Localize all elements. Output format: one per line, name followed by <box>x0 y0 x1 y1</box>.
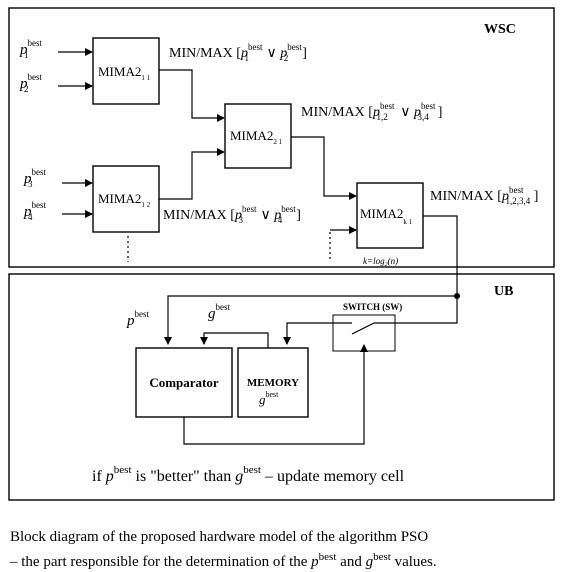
mima2-21-label: MIMA22 1 <box>230 128 283 146</box>
mima2-block-k1 <box>356 182 424 249</box>
k-formula: k=log2(n) <box>363 256 398 268</box>
mima2-block-21 <box>224 103 292 169</box>
ub-label: UB <box>494 284 513 299</box>
caption-line-2: – the part responsible for the determina… <box>10 551 437 570</box>
label-pbest: pbest <box>126 309 149 329</box>
wire-comparator-to-switch <box>183 344 368 445</box>
wsc-label: WSC <box>484 22 516 37</box>
wsc-frame <box>8 7 555 268</box>
wire-12-to-21 <box>159 148 225 200</box>
comparator-label: Comparator <box>149 375 219 390</box>
wire-to-switch <box>395 296 458 324</box>
ub-frame <box>8 273 555 501</box>
caption-line-1: Block diagram of the proposed hardware m… <box>10 529 429 545</box>
wire-gbest-to-comparator <box>200 332 269 348</box>
switch-label: SWITCH (SW) <box>343 302 402 312</box>
memory-label: MEMORY <box>247 377 299 389</box>
wire-switch-to-memory <box>283 322 333 345</box>
mima2-k1-label: MIMA2k 1 <box>360 206 413 226</box>
wire-11-to-21 <box>159 69 225 122</box>
condition-text: if pbest is "better" than gbest – update… <box>92 464 405 485</box>
memory-block <box>237 347 309 418</box>
figure-caption: Block diagram of the proposed hardware m… <box>10 527 560 572</box>
mima2-12-label: MIMA21 2 <box>98 191 151 209</box>
mima2-block-12 <box>92 165 160 233</box>
mima2-block-11 <box>92 37 160 105</box>
comparator-block <box>135 347 233 418</box>
label-gbest: gbest <box>208 302 230 322</box>
wire-pbest <box>164 295 457 345</box>
memory-gbest: gbest <box>259 390 279 407</box>
wire-21-to-k1 <box>291 136 357 200</box>
mima2-11-label: MIMA21 1 <box>98 64 151 82</box>
wire-k1-out <box>423 215 458 296</box>
switch-lever <box>351 322 375 335</box>
